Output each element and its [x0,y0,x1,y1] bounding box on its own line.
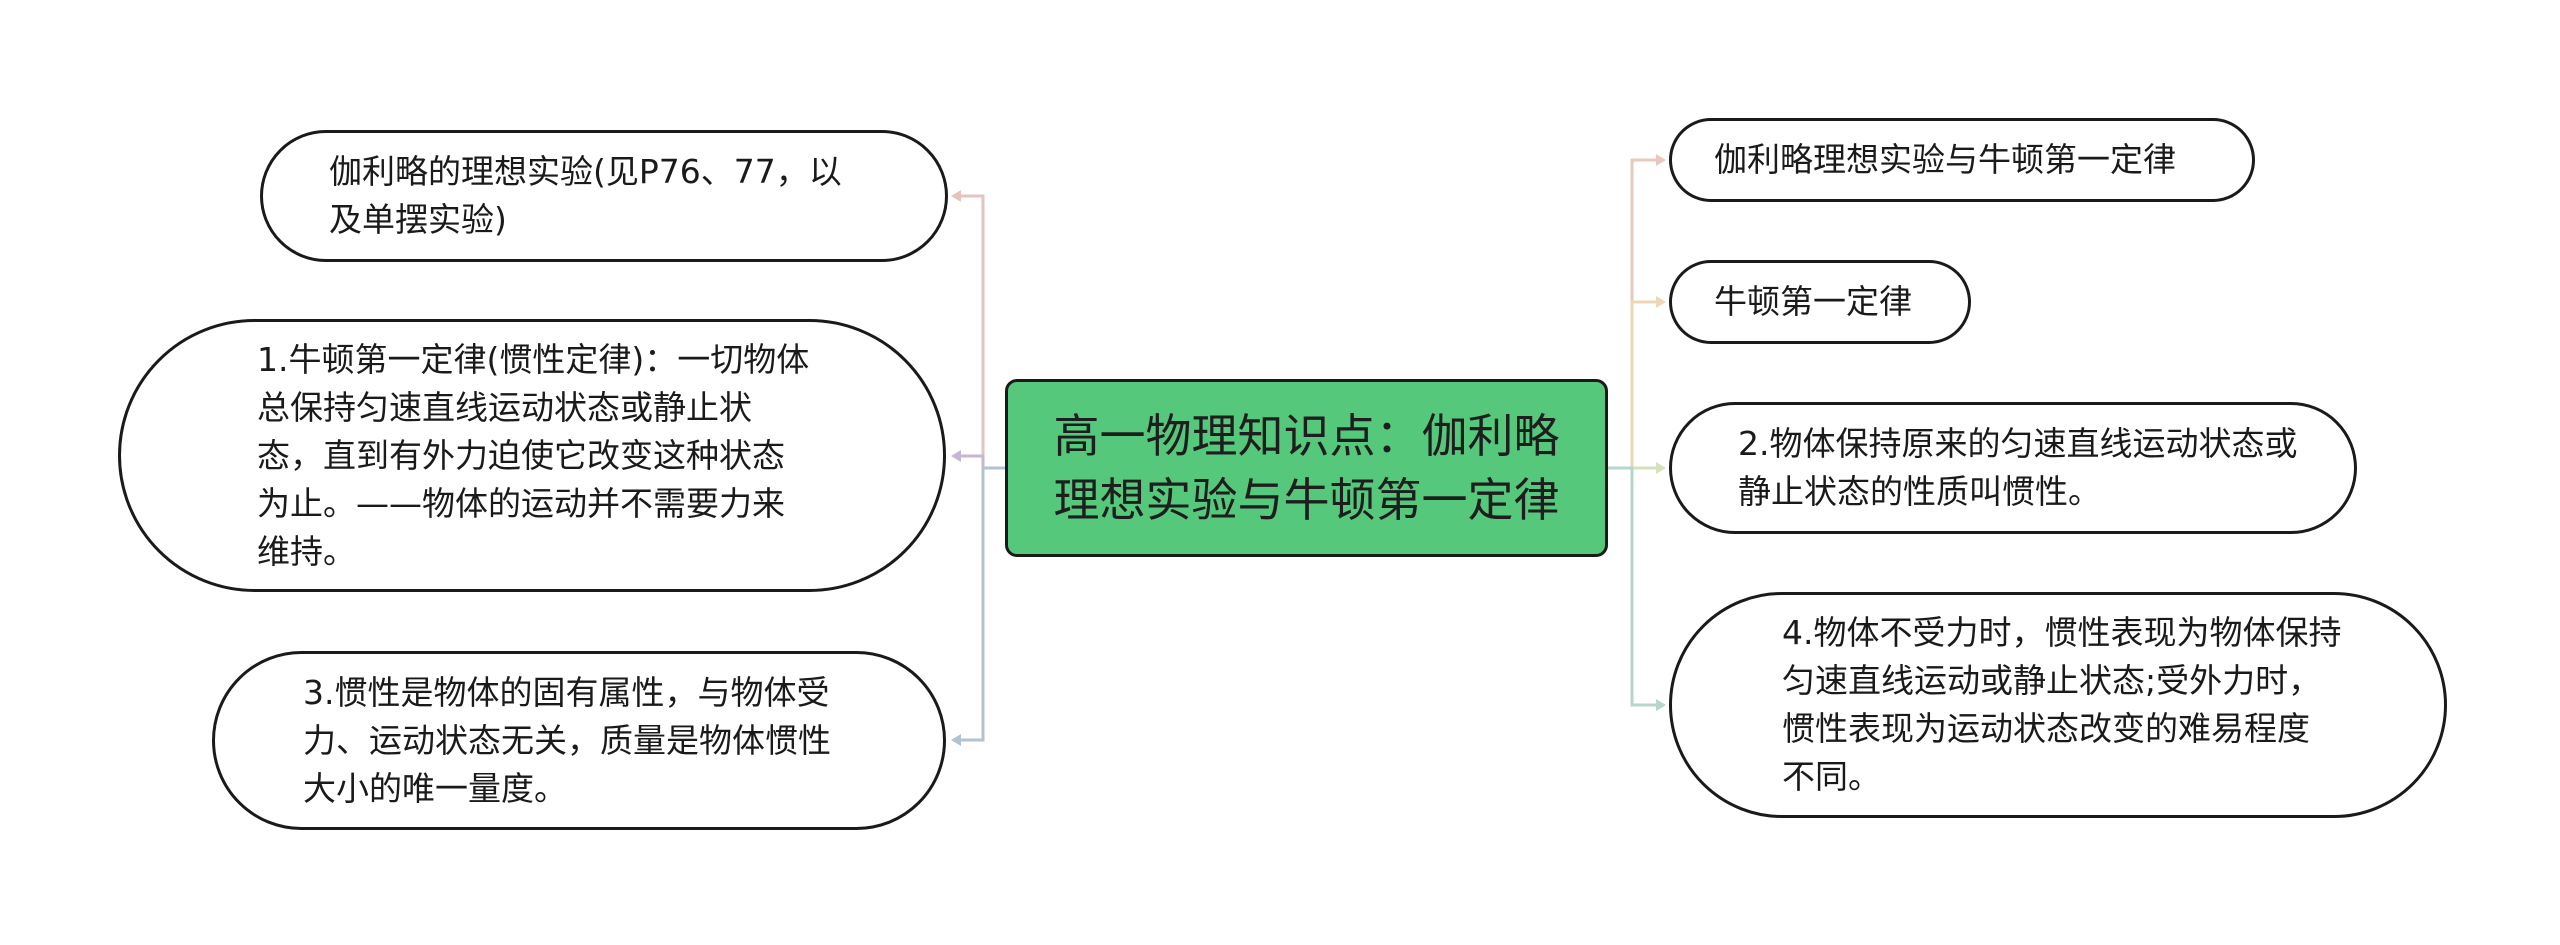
connector-arrow-left-3 [951,734,961,746]
connector-arrow-right-2 [1656,296,1666,308]
right-node-inertia-behavior[interactable]: 4.物体不受力时，惯性表现为物体保持匀速直线运动或静止状态;受外力时，惯性表现为… [1669,592,2447,818]
right-node-label: 4.物体不受力时，惯性表现为物体保持匀速直线运动或静止状态;受外力时，惯性表现为… [1782,613,2342,796]
right-node-label: 2.物体保持原来的匀速直线运动状态或静止状态的性质叫惯性。 [1738,424,2298,511]
left-node-label: 1.牛顿第一定律(惯性定律)：一切物体总保持匀速直线运动状态或静止状态，直到有外… [257,339,810,571]
right-node-inertia-definition[interactable]: 2.物体保持原来的匀速直线运动状态或静止状态的性质叫惯性。 [1669,402,2357,534]
root-node-label: 高一物理知识点：伽利略理想实验与牛顿第一定律 [1053,409,1560,527]
left-node-galileo-experiment[interactable]: 伽利略的理想实验(见P76、77，以及单摆实验) [260,130,948,262]
left-node-label: 伽利略的理想实验(见P76、77，以及单摆实验) [329,152,842,239]
connector-arrow-right-3 [1656,462,1666,474]
root-node[interactable]: 高一物理知识点：伽利略理想实验与牛顿第一定律 [1005,379,1608,557]
right-node-label: 牛顿第一定律 [1714,282,1912,321]
left-node-inertia-property[interactable]: 3.惯性是物体的固有属性，与物体受力、运动状态无关，质量是物体惯性大小的唯一量度… [212,651,946,830]
right-node-newton-first-law[interactable]: 牛顿第一定律 [1669,260,1971,344]
left-node-label: 3.惯性是物体的固有属性，与物体受力、运动状态无关，质量是物体惯性大小的唯一量度… [303,672,831,808]
connector-arrow-left-1 [951,190,961,202]
connector-arrow-right-1 [1656,154,1666,166]
connector-right-4 [1608,466,1660,707]
left-node-newton-first-law[interactable]: 1.牛顿第一定律(惯性定律)：一切物体总保持匀速直线运动状态或静止状态，直到有外… [118,319,946,592]
connector-left-1 [955,194,1005,470]
connector-right-1 [1608,158,1660,470]
connector-left-3 [955,466,1005,742]
connector-left-2 [955,454,1005,470]
right-node-topic-title[interactable]: 伽利略理想实验与牛顿第一定律 [1669,118,2255,202]
connector-arrow-right-4 [1656,699,1666,711]
connector-right-2 [1608,300,1660,470]
connector-arrow-left-2 [951,450,961,462]
right-node-label: 伽利略理想实验与牛顿第一定律 [1714,140,2176,179]
